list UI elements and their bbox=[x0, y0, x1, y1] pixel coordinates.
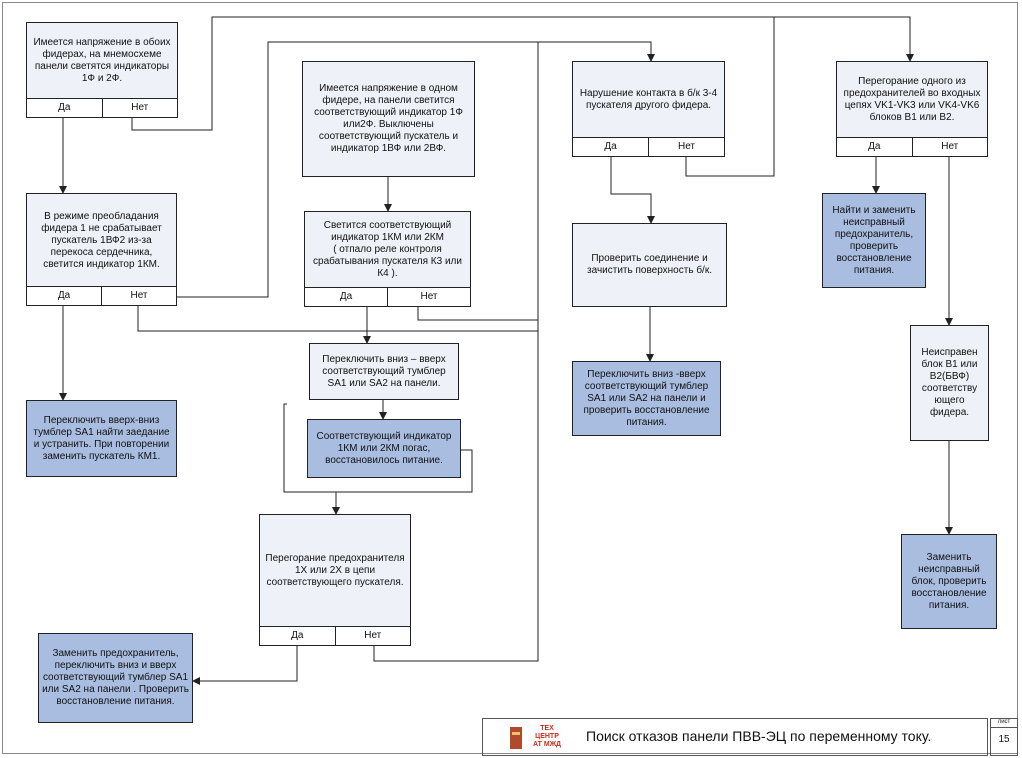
no-label: Нет bbox=[648, 138, 724, 156]
line-b1-no bbox=[131, 16, 775, 177]
title-block bbox=[482, 718, 988, 756]
sheet-number: 15 bbox=[998, 734, 1010, 745]
action-check-connection[interactable]: Проверить соединение и зачистить поверхн… bbox=[572, 223, 727, 307]
yes-label: Да bbox=[604, 141, 617, 152]
yes-label: Да bbox=[58, 102, 71, 113]
action-switch-and-check[interactable]: Переключить вниз -вверх соответствующий … bbox=[572, 361, 721, 436]
no-label: Нет bbox=[101, 99, 178, 117]
no-label: Нет bbox=[387, 288, 470, 306]
node-text: Имеется напряжение в одном фидере, на па… bbox=[314, 83, 463, 154]
sheet-label: лист bbox=[997, 719, 1011, 725]
node-text: Переключить вверх-вниз тумблер SA1 найти… bbox=[33, 414, 170, 462]
no-label: Нет bbox=[334, 627, 411, 645]
node-input-fuse-blown[interactable]: Перегорание одного из предохранителей во… bbox=[836, 61, 988, 157]
yes-label: Да bbox=[291, 630, 304, 641]
yes-label: Да bbox=[868, 141, 881, 152]
line-b7-to-b8 bbox=[283, 403, 473, 493]
node-text: Нарушение контакта в б/к 3-4 пускателя д… bbox=[579, 88, 718, 111]
no-label: Нет bbox=[101, 287, 176, 305]
yes-no-row: Да Нет bbox=[837, 137, 987, 156]
node-voltage-both-feeders[interactable]: Имеется напряжение в обоих фидерах, на м… bbox=[26, 22, 178, 118]
line-b8-no bbox=[373, 331, 539, 662]
yes-label: Да bbox=[57, 290, 71, 301]
yes-no-row: Да Нет bbox=[305, 287, 470, 306]
arrow-b8-yes-to-b9 bbox=[192, 646, 298, 685]
yes-label: Да bbox=[339, 291, 353, 302]
node-text: Заменить неисправный блок, проверить вос… bbox=[911, 551, 987, 611]
action-replace-block[interactable]: Заменить неисправный блок, проверить вос… bbox=[901, 534, 997, 629]
yes-no-row: Да Нет bbox=[573, 137, 724, 156]
logo-mark-stripe bbox=[512, 732, 520, 735]
action-switch-toggle[interactable]: Переключить вниз – вверх соответствующий… bbox=[309, 343, 459, 400]
node-text: Неисправен блок В1 или В2(БВФ) соответст… bbox=[921, 347, 978, 418]
line-b2-no-down bbox=[137, 42, 539, 332]
action-replace-fuse[interactable]: Заменить предохранитель, переключить вни… bbox=[38, 633, 193, 723]
sheet-box bbox=[990, 718, 1018, 756]
node-contact-fault[interactable]: Нарушение контакта в б/к 3-4 пускателя д… bbox=[572, 61, 725, 157]
no-label: Нет bbox=[911, 138, 988, 156]
arrow-top-bus-to-b13 bbox=[774, 16, 914, 62]
action-toggle-sa1[interactable]: Переключить вверх-вниз тумблер SA1 найти… bbox=[26, 400, 177, 477]
node-text: Соответствующий индикатор 1КМ или 2КМ по… bbox=[316, 430, 452, 466]
node-text: Проверить соединение и зачистить поверхн… bbox=[587, 253, 712, 276]
node-voltage-one-feeder[interactable]: Имеется напряжение в одном фидере, на па… bbox=[302, 61, 475, 177]
node-text: Перегорание предохранителя 1Х или 2Х в ц… bbox=[265, 553, 405, 588]
node-text: Найти и заменить неисправный предохранит… bbox=[832, 204, 916, 276]
node-text: Переключить вниз – вверх соответствующий… bbox=[322, 353, 446, 389]
node-text: Светится соответствующий индикатор 1КМ и… bbox=[313, 220, 462, 279]
action-find-replace-fuse[interactable]: Найти и заменить неисправный предохранит… bbox=[822, 193, 926, 288]
tech-center-logo: ТЕХ ЦЕНТР АТ МЖД bbox=[508, 724, 568, 752]
yes-no-row: Да Нет bbox=[260, 626, 410, 645]
logo-mark-icon bbox=[510, 727, 522, 749]
line-b2-no bbox=[177, 41, 655, 298]
result-indicator-off[interactable]: Соответствующий индикатор 1КМ или 2КМ по… bbox=[307, 419, 461, 478]
node-text: Заменить предохранитель, переключить вни… bbox=[42, 648, 189, 707]
node-fuse-blown[interactable]: Перегорание предохранителя 1Х или 2Х в ц… bbox=[259, 514, 411, 646]
yes-no-row: Да Нет bbox=[27, 286, 176, 305]
node-indicator-km-lit[interactable]: Светится соответствующий индикатор 1КМ и… bbox=[304, 211, 471, 307]
node-text: Переключить вниз -вверх соответствующий … bbox=[583, 368, 710, 428]
node-text: Имеется напряжение в обоих фидерах, на м… bbox=[33, 37, 171, 84]
arrow-b10-yes-to-b11 bbox=[610, 157, 655, 224]
page-title: Поиск отказов панели ПВВ-ЭЦ по переменно… bbox=[586, 728, 932, 744]
sheet-divider bbox=[990, 727, 1018, 728]
node-block-faulty[interactable]: Неисправен блок В1 или В2(БВФ) соответст… bbox=[910, 325, 989, 441]
yes-no-row: Да Нет bbox=[27, 98, 177, 117]
line-b5-no bbox=[417, 307, 538, 321]
node-text: В режиме преобладания фидера 1 не срабат… bbox=[41, 210, 162, 270]
node-feeder1-starter-fail[interactable]: В режиме преобладания фидера 1 не срабат… bbox=[26, 193, 177, 306]
node-text: Перегорание одного из предохранителей во… bbox=[843, 76, 981, 123]
logo-text: ТЕХ ЦЕНТР АТ МЖД bbox=[532, 725, 562, 748]
